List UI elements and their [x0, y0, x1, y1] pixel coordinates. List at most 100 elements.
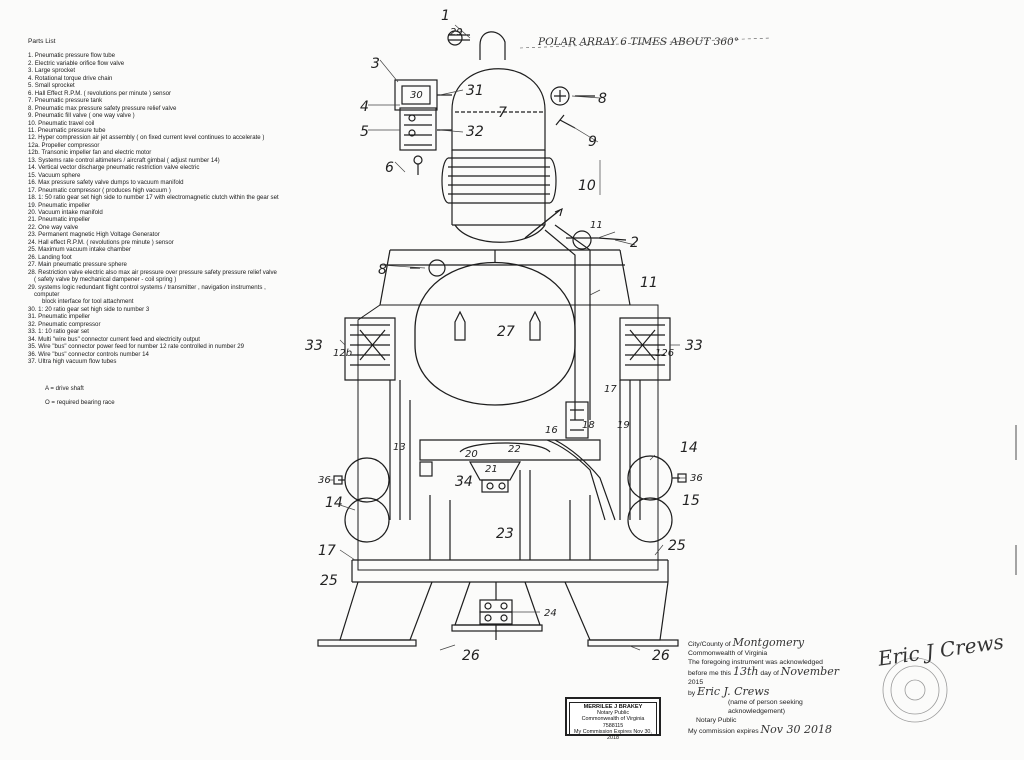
parts-list: Parts List 1. Pneumatic pressure flow tu…: [28, 38, 338, 365]
main-pressure-sphere-27: [410, 250, 576, 406]
label-14b: 14: [680, 440, 698, 456]
label-7: 7: [498, 105, 507, 121]
parts-list-item: 10. Pneumatic travel coil: [28, 119, 95, 127]
legend-bearing: O = required bearing race: [45, 399, 115, 406]
county-value: Montgomery: [732, 636, 805, 649]
ack-year: 2015: [688, 679, 704, 686]
travel-coil-10: [441, 150, 557, 243]
parts-list-item: 17. Pneumatic compressor ( produces high…: [28, 186, 171, 194]
rpm-sensor-24: [479, 582, 513, 640]
air-jet-assembly-left: [344, 317, 396, 381]
parts-list-item: 25. Maximum vacuum intake chamber: [28, 246, 131, 254]
label-126: 126: [655, 348, 674, 359]
parts-list-item: 26. Landing foot: [28, 253, 72, 261]
by-label: by: [688, 690, 696, 697]
legend: A = drive shaft O = required bearing rac…: [45, 382, 115, 410]
parts-list-item: 8. Pneumatic max pressure safety pressur…: [28, 104, 177, 112]
parts-list-item: 16. Max pressure safety valve dumps to v…: [28, 179, 184, 187]
parts-list-item: 30. 1: 20 ratio gear set high side to nu…: [28, 305, 150, 313]
parts-list-item: 29. systems logic redundant flight contr…: [28, 283, 266, 291]
person-caption: (name of person seeking acknowledgement): [728, 699, 803, 715]
parts-list-item: 34. Multi "wire bus" connector current f…: [28, 335, 200, 343]
parts-list-item: 32. Pneumatic compressor: [28, 320, 101, 328]
label-17b: 17: [318, 543, 336, 559]
label-1: 1: [441, 8, 450, 24]
ack-day-of: day of: [760, 670, 779, 677]
stamp-expires: My Commission Expires Nov 30, 2018: [574, 728, 652, 742]
label-25b: 25: [668, 538, 686, 554]
pressure-tube-11: [544, 224, 591, 420]
stamp-state: Commonwealth of Virginia: [581, 716, 645, 723]
vacuum-sphere-left: [333, 457, 390, 543]
ack-day: 13th: [732, 665, 759, 678]
air-jet-assembly-right: [619, 317, 671, 381]
parts-list-item: 27. Main pneumatic pressure sphere: [28, 261, 127, 269]
label-13: 13: [393, 442, 406, 453]
label-19: 19: [617, 420, 630, 431]
parts-list-item: 12a. Propeller compressor: [28, 141, 100, 149]
label-20: 20: [465, 449, 478, 460]
flow-valve-2: [572, 230, 592, 250]
signature: Eric J Crews: [875, 629, 1005, 671]
label-18: 18: [582, 420, 595, 431]
parts-list-item: 31. Pneumatic impeller: [28, 313, 90, 321]
label-30: 30: [410, 90, 423, 101]
stamp-title: Notary Public: [596, 710, 630, 717]
label-8a: 8: [598, 91, 607, 107]
label-4: 4: [360, 99, 369, 115]
parts-list-title: Parts List: [28, 38, 56, 45]
person-name: Eric J. Crews: [697, 685, 770, 698]
notary-block: City/County of Montgomery Commonwealth o…: [688, 636, 848, 736]
sprocket-assembly: [394, 79, 452, 175]
parts-list-item: 3. Large sprocket: [28, 67, 76, 75]
parts-list-item: 11. Pneumatic pressure tube: [28, 126, 106, 134]
label-23: 23: [496, 526, 514, 542]
parts-list-item: 19. Pneumatic impeller: [28, 201, 90, 209]
parts-list-item: 14. Vertical vector discharge pneumatic …: [28, 164, 200, 172]
parts-list-item: block interface for tool attachment: [42, 298, 134, 306]
pressure-tank-7: [447, 30, 546, 151]
flow-tubes-37: [389, 380, 641, 520]
impeller-cluster: [419, 401, 616, 521]
notary-seal: [882, 657, 948, 723]
label-33b: 33: [685, 338, 703, 354]
ack-line1: The foregoing instrument was acknowledge…: [688, 659, 823, 666]
label-10: 10: [578, 178, 596, 194]
vacuum-sphere-right: [627, 455, 687, 543]
parts-list-item: 37. Ultra high vacuum flow tubes: [28, 358, 117, 366]
parts-list-item: 24. Hall effect R.P.M. ( revolutions pre…: [28, 238, 174, 246]
polar-array-note: POLAR ARRAY 6 TIMES ABOUT 360°: [537, 36, 739, 48]
parts-list-item: 5. Small sprocket: [28, 82, 75, 90]
label-14a: 14: [325, 495, 343, 511]
ack-line2: before me this: [688, 670, 732, 677]
stamp-name: MERRILEE J BRAKEY: [583, 704, 643, 710]
label-21: 21: [485, 464, 498, 475]
parts-list-item: 1. Pneumatic pressure flow tube: [28, 52, 116, 60]
expires-value: Nov 30 2018: [760, 723, 832, 736]
label-6: 6: [385, 160, 394, 176]
label-12b: 12b: [333, 348, 352, 359]
parts-list-item: 2. Electric variable orifice flow valve: [28, 59, 125, 67]
label-33a: 33: [305, 338, 323, 354]
label-9: 9: [588, 134, 597, 150]
parts-list-item: 28. Restriction valve electric also max …: [28, 268, 277, 276]
ack-month: November: [780, 665, 839, 678]
parts-list-item: 9. Pneumatic fill valve ( one way valve …: [28, 112, 135, 120]
parts-list-item: ( safety valve by mechanical dampener - …: [34, 276, 177, 284]
label-8b: 8: [378, 262, 387, 278]
label-24: 24: [544, 608, 557, 619]
parts-list-item: 33. 1: 10 ratio gear set: [28, 328, 89, 336]
parts-list-item: 20. Vacuum intake manifold: [28, 208, 103, 216]
label-26a: 26: [462, 648, 480, 664]
landing-feet: [317, 581, 679, 647]
expires-label: My commission expires: [688, 728, 759, 735]
parts-list-item: 21. Pneumatic impeller: [28, 216, 90, 224]
relief-valve-8: [550, 86, 570, 106]
notary-stamp: MERRILEE J BRAKEY Notary Public Commonwe…: [565, 697, 661, 741]
label-36b: 36: [690, 473, 703, 484]
parts-list-item: 12. Hyper compression air jet assembly (…: [28, 134, 265, 142]
label-5: 5: [360, 124, 369, 140]
